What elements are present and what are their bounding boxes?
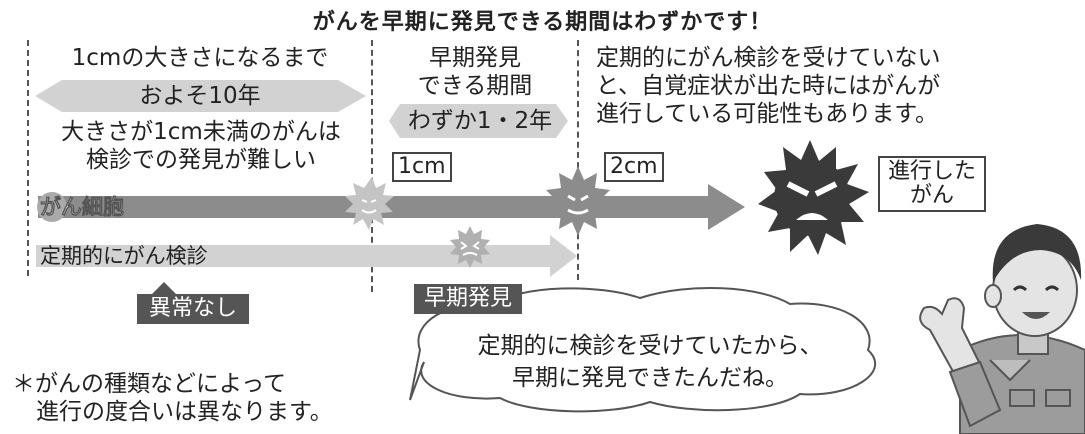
tag-no-abnormality: 異常なし (137, 294, 250, 324)
divider-start (27, 40, 29, 276)
left-note-line1: 大きさが1cm未満のがんは (61, 119, 341, 145)
person-illustration (919, 224, 1085, 434)
tag-pointer-no-abnormality (152, 282, 176, 294)
footnote-line2: 進行の度合いは異なります。 (36, 399, 333, 425)
footnote-line1: ＊がんの種類などによって (12, 371, 287, 397)
cancer-cell-advanced (758, 140, 869, 255)
advanced-label-line1: 進行した (887, 159, 976, 184)
cancer-cell-dot (37, 192, 67, 222)
divider-2cm (577, 40, 579, 280)
cancer-cell-small (345, 177, 394, 230)
right-text-line3: 進行している可能性もあります。 (596, 101, 939, 127)
size-label-2cm: 2cm (604, 152, 664, 182)
screening-arrow (36, 235, 577, 277)
middle-heading-line2: できる期間 (417, 73, 533, 99)
speech-bubble-shape (409, 287, 876, 413)
speech-line1: 定期的に検診を受けていたから、 (477, 333, 823, 359)
cancer-cell-medium (546, 166, 610, 236)
right-text-line2: と、自覚症状が出た時にはがんが (596, 73, 941, 99)
left-note-line2: 検診での発見が難しい (86, 147, 316, 173)
divider-1cm (371, 40, 373, 292)
cancer-cell-detected (450, 226, 490, 268)
left-heading: 1cmの大きさになるまで (71, 45, 329, 71)
speech-line2: 早期に発見できたんだね。 (512, 365, 788, 391)
duration-1-2-years: わずか1・2年 (407, 108, 553, 134)
cancer-progression-arrow (38, 184, 745, 230)
screening-row-label: 定期的にがん検診 (40, 244, 208, 268)
cancer-cells-row-label: がん細胞 (40, 195, 125, 220)
page-title: がんを早期に発見できる期間はわずかです！ (312, 10, 773, 35)
tag-early-detection: 早期発見 (414, 284, 523, 314)
size-label-1cm: 1cm (392, 152, 452, 182)
middle-heading-line1: 早期発見 (429, 45, 521, 71)
duration-arrow-10y (35, 80, 366, 112)
right-text-line1: 定期的にがん検診を受けていない (596, 45, 941, 71)
advanced-label-line2: がん (909, 183, 954, 208)
duration-10-years: およそ10年 (139, 83, 261, 109)
duration-arrow-1-2y (389, 104, 568, 138)
advanced-cancer-label: 進行した がん (878, 156, 986, 212)
